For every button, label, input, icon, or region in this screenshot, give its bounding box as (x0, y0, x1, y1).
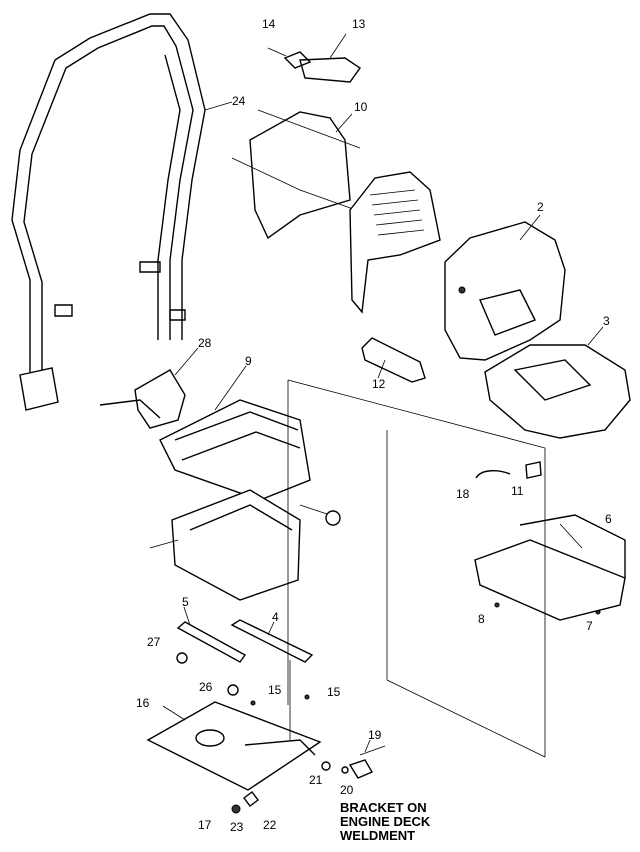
seat-tray-6 (474, 514, 626, 621)
seat-cushion-3 (484, 344, 631, 439)
switch-11 (525, 461, 542, 479)
callout-26: 26 (199, 680, 213, 694)
leader-lines (162, 33, 604, 753)
callout-13: 13 (352, 17, 366, 31)
callout-15a: 15 (268, 683, 282, 697)
rail-4 (230, 619, 314, 663)
callout-11: 11 (511, 484, 524, 498)
callout-3: 3 (603, 314, 610, 328)
callout-5: 5 (182, 595, 189, 609)
callout-6: 6 (605, 512, 612, 526)
callout-15b: 15 (327, 685, 341, 699)
bracket-note: BRACKET ON ENGINE DECK WELDMENT (340, 801, 430, 843)
callout-19: 19 (368, 728, 382, 742)
back-frame (349, 171, 441, 314)
callout-2: 2 (537, 200, 544, 214)
switch-bracket-28 (99, 369, 186, 429)
callout-20: 20 (340, 783, 354, 797)
bracket-note-line2: ENGINE DECK (340, 814, 431, 829)
callout-16: 16 (136, 696, 150, 710)
upper-frame-9 (159, 399, 311, 501)
callout-17: 17 (198, 818, 212, 832)
callout-9: 9 (245, 354, 252, 368)
roll-bar-24 (11, 13, 206, 411)
side-armrest-12 (361, 337, 426, 383)
callout-7: 7 (586, 619, 593, 633)
callout-21: 21 (309, 773, 323, 787)
callout-27: 27 (147, 635, 161, 649)
callout-22: 22 (263, 818, 277, 832)
callout-23: 23 (230, 820, 244, 834)
top-armrest-13 (267, 47, 361, 83)
callout-8: 8 (478, 612, 485, 626)
back-cushion-2 (444, 221, 566, 361)
suspension-lower (149, 489, 341, 601)
callout-10: 10 (354, 100, 368, 114)
callout-18: 18 (456, 487, 470, 501)
reference-lines (287, 379, 546, 758)
bracket-note-line1: BRACKET ON (340, 800, 427, 815)
bracket-note-line3: WELDMENT (340, 828, 416, 843)
callout-4: 4 (272, 610, 279, 624)
rail-5 (176, 621, 247, 663)
callout-14: 14 (262, 17, 276, 31)
callout-12: 12 (372, 377, 386, 391)
base-plate-16 (146, 701, 322, 791)
callout-28: 28 (198, 336, 212, 350)
harness-18 (475, 470, 511, 479)
hardware (176, 602, 601, 814)
callout-24: 24 (232, 94, 246, 108)
